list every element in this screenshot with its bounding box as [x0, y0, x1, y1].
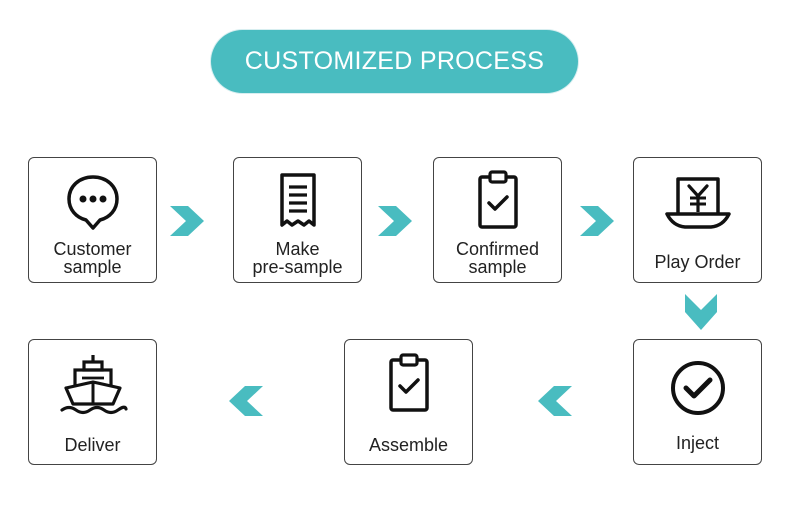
step-label: Assemble	[368, 435, 449, 455]
arrow-left-2	[229, 386, 263, 416]
step-customer-sample: Customer sample	[28, 157, 157, 283]
page-title: CUSTOMIZED PROCESS	[244, 47, 545, 75]
yen-payment-icon	[664, 177, 731, 229]
clipboard-check-icon	[388, 353, 429, 412]
arrow-right-2	[378, 206, 412, 236]
step-label: Confirmed sample	[455, 239, 540, 277]
step-label: Deliver	[64, 435, 121, 455]
arrow-right-3	[580, 206, 614, 236]
check-circle-icon	[670, 361, 725, 415]
clipboard-check-icon	[477, 170, 518, 229]
arrow-left-1	[538, 386, 572, 416]
step-label: Play Order	[654, 252, 741, 272]
title-banner: CUSTOMIZED PROCESS	[211, 30, 578, 93]
arrow-down	[685, 294, 717, 330]
ship-icon	[59, 355, 128, 415]
chat-bubble-icon	[66, 175, 119, 230]
step-deliver: Deliver	[28, 339, 157, 465]
step-inject: Inject	[633, 339, 762, 465]
step-label: Make pre-sample	[252, 239, 343, 277]
step-assemble: Assemble	[344, 339, 473, 465]
step-label: Inject	[675, 433, 720, 453]
step-confirmed-sample: Confirmed sample	[433, 157, 562, 283]
step-make-pre-sample: Make pre-sample	[233, 157, 362, 283]
step-play-order: Play Order	[633, 157, 762, 283]
arrow-right-1	[170, 206, 204, 236]
receipt-icon	[279, 173, 316, 227]
step-label: Customer sample	[53, 239, 132, 277]
